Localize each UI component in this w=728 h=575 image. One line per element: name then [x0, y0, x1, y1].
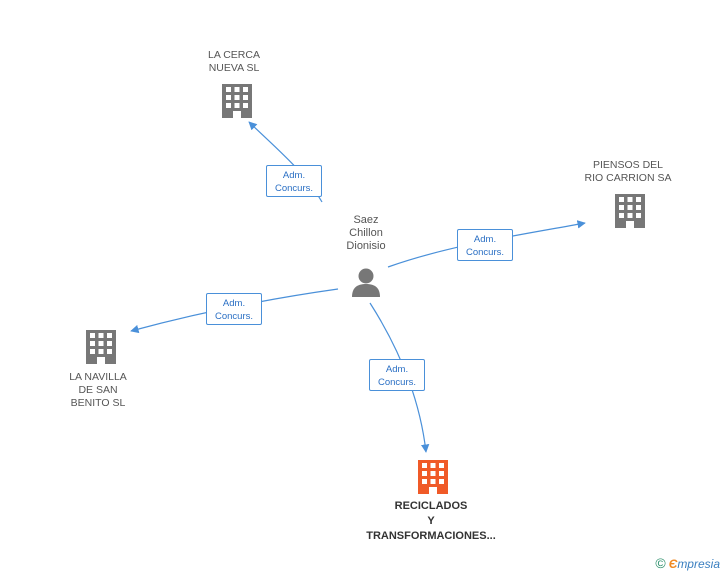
- relation-badge[interactable]: Adm. Concurs.: [266, 165, 322, 197]
- empresia-logo: ©Єmpresia: [655, 555, 720, 571]
- company-label-la-navilla[interactable]: LA NAVILLA DE SAN BENITO SL: [69, 371, 127, 409]
- logo-initial: Є: [668, 557, 678, 571]
- relation-role: Adm.: [473, 234, 497, 245]
- relation-badge[interactable]: Adm. Concurs.: [457, 229, 513, 261]
- building-icon[interactable]: [86, 330, 116, 364]
- relation-role: Adm.: [222, 298, 246, 309]
- company-label-reciclados[interactable]: RECICLADOS Y TRANSFORMACIONES...: [366, 500, 496, 542]
- relation-type: Concurs.: [214, 311, 253, 322]
- building-icon[interactable]: [222, 84, 252, 118]
- copyright-symbol: ©: [655, 555, 666, 571]
- building-icon[interactable]: [615, 194, 645, 228]
- relation-type: Concurs.: [465, 247, 504, 258]
- relation-role: Adm.: [385, 364, 409, 375]
- relation-role: Adm.: [282, 170, 306, 181]
- relation-type: Concurs.: [274, 183, 313, 194]
- relation-type: Concurs.: [377, 377, 416, 388]
- person-name[interactable]: Saez Chillon Dionisio: [346, 214, 386, 252]
- logo-text: mpresia: [677, 557, 720, 571]
- building-icon[interactable]: [418, 460, 448, 494]
- company-label-la-cerca[interactable]: LA CERCA NUEVA SL: [208, 49, 260, 74]
- person-icon[interactable]: [352, 268, 380, 298]
- relation-badge[interactable]: Adm. Concurs.: [206, 293, 262, 325]
- relation-badge[interactable]: Adm. Concurs.: [369, 359, 425, 391]
- company-label-piensos[interactable]: PIENSOS DEL RIO CARRION SA: [584, 159, 672, 184]
